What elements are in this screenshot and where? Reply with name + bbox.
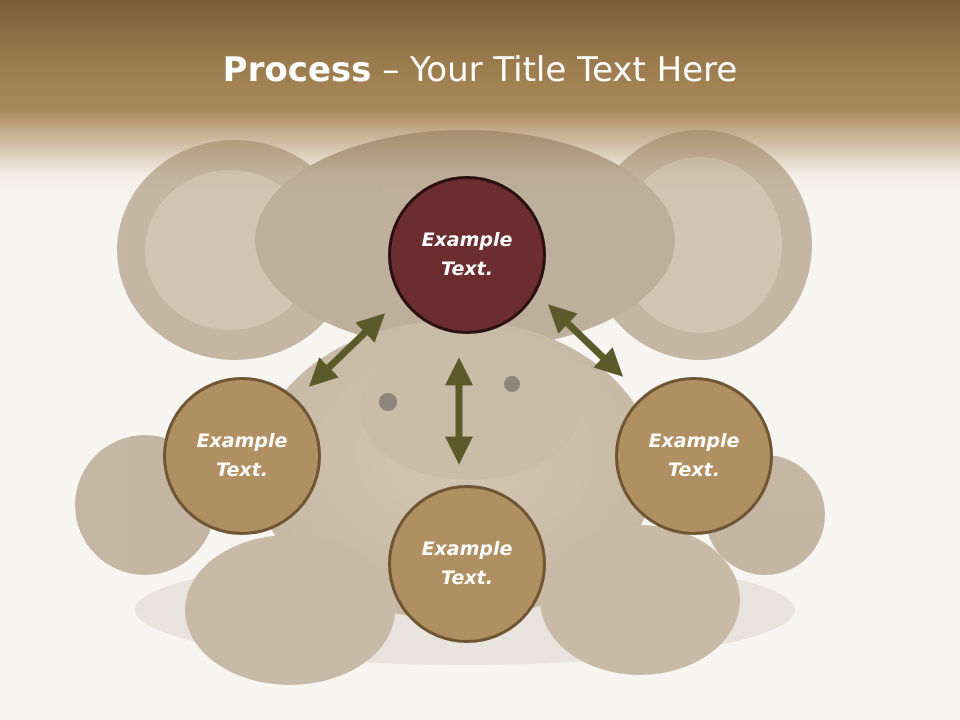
title-bold: Process (222, 50, 372, 90)
node-top-label: Example Text. (421, 229, 513, 280)
node-top: Example Text. (388, 176, 546, 334)
slide-title: Process – Your Title Text Here (0, 50, 960, 90)
node-right: Example Text. (615, 377, 773, 535)
arrow-top-left (308, 313, 386, 387)
node-bottom: Example Text. (388, 485, 546, 643)
title-rest: Your Title Text Here (410, 50, 738, 90)
title-dash: – (371, 50, 411, 90)
node-right-label: Example Text. (648, 430, 740, 481)
node-left-label: Example Text. (196, 430, 288, 481)
arrow-top-right (547, 304, 624, 377)
node-bottom-label: Example Text. (421, 538, 513, 589)
node-left: Example Text. (163, 377, 321, 535)
